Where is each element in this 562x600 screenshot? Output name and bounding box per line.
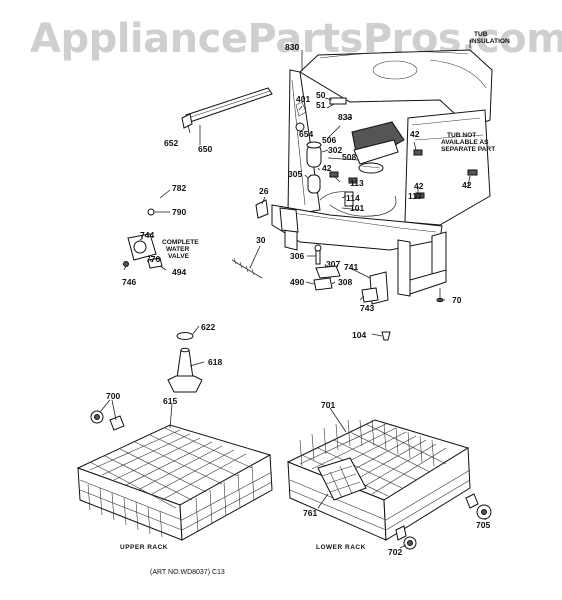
label-51: 51 — [316, 100, 326, 110]
label-490: 490 — [290, 277, 304, 287]
label-741: 741 — [344, 262, 358, 272]
label-702: 702 — [388, 547, 402, 557]
label-650: 650 — [198, 144, 212, 154]
label-700: 700 — [106, 391, 120, 401]
caption-lower-rack: LOWER RACK — [316, 544, 366, 551]
leader-lines — [99, 40, 487, 549]
door-gasket-650 — [181, 87, 273, 129]
label-494: 494 — [172, 267, 186, 277]
note-tub-not-available: TUB NOT AVAILABLE AS SEPARATE PART — [441, 132, 495, 153]
label-113-center: 113 — [350, 178, 364, 188]
label-42-far-right: 42 — [462, 180, 472, 190]
label-104: 104 — [352, 330, 366, 340]
label-308: 308 — [338, 277, 352, 287]
note-tub-insulation: TUB INSULATION — [470, 31, 510, 45]
label-70: 70 — [452, 295, 462, 305]
bracket-26 — [255, 199, 269, 219]
part-number-labels: 830 50 51 401 833 654 506 302 508 42 42 … — [106, 42, 490, 557]
label-833: 833 — [338, 112, 352, 122]
label-830: 830 — [285, 42, 299, 52]
label-305: 305 — [288, 169, 302, 179]
label-101: 101 — [350, 203, 364, 213]
label-307: 307 — [326, 259, 340, 269]
dishwasher-tub — [271, 49, 493, 297]
note-tub-insulation-line1: TUB — [474, 31, 488, 38]
label-42-upper-right: 42 — [410, 129, 420, 139]
spring-30 — [231, 257, 263, 279]
note-valve-line2: WATER — [166, 246, 190, 253]
label-42-center: 42 — [322, 163, 332, 173]
note-valve-line3: VALVE — [168, 253, 190, 260]
label-776: 776 — [146, 254, 160, 264]
label-50: 50 — [316, 90, 326, 100]
note-valve-line1: COMPLETE — [162, 239, 199, 246]
caption-upper-rack: UPPER RACK — [120, 544, 168, 551]
label-622: 622 — [201, 322, 215, 332]
screw-70 — [436, 288, 444, 303]
label-705: 705 — [476, 520, 490, 530]
lower-rack-701 — [286, 419, 471, 541]
tub-clips — [329, 149, 478, 207]
label-114: 114 — [346, 193, 360, 203]
label-302: 302 — [328, 145, 342, 155]
label-506: 506 — [322, 135, 336, 145]
note-tub-line3: SEPARATE PART — [441, 146, 495, 153]
label-306: 306 — [290, 251, 304, 261]
art-number: (ART NO.WD8037) C13 — [150, 569, 225, 576]
label-26: 26 — [259, 186, 269, 196]
label-744: 744 — [140, 230, 154, 240]
label-782: 782 — [172, 183, 186, 193]
label-30: 30 — [256, 235, 266, 245]
spray-tower — [167, 332, 203, 393]
label-618: 618 — [208, 357, 222, 367]
label-42-lower-right: 42 — [414, 181, 424, 191]
label-701: 701 — [321, 400, 335, 410]
label-615: 615 — [163, 396, 177, 406]
note-tub-line1: TUB NOT — [447, 132, 476, 139]
rack-roller-700 — [90, 410, 125, 431]
water-valve-744 — [123, 233, 163, 269]
label-790: 790 — [172, 207, 186, 217]
label-761: 761 — [303, 508, 317, 518]
note-tub-line2: AVAILABLE AS — [441, 139, 489, 146]
label-652: 652 — [164, 138, 178, 148]
label-508: 508 — [342, 152, 356, 162]
lower-front-parts — [313, 244, 389, 305]
label-401: 401 — [296, 94, 310, 104]
rack-wheels — [395, 493, 492, 550]
label-743: 743 — [360, 303, 374, 313]
screw-104 — [381, 331, 391, 341]
hose-782 — [134, 190, 162, 216]
label-746: 746 — [122, 277, 136, 287]
detergent-dispenser — [351, 121, 405, 174]
label-113-right: 113 — [408, 191, 422, 201]
note-tub-insulation-line2: INSULATION — [470, 38, 510, 45]
upper-rack-615 — [76, 424, 273, 541]
label-654: 654 — [299, 129, 313, 139]
note-complete-water-valve: COMPLETE WATER VALVE — [162, 239, 199, 260]
